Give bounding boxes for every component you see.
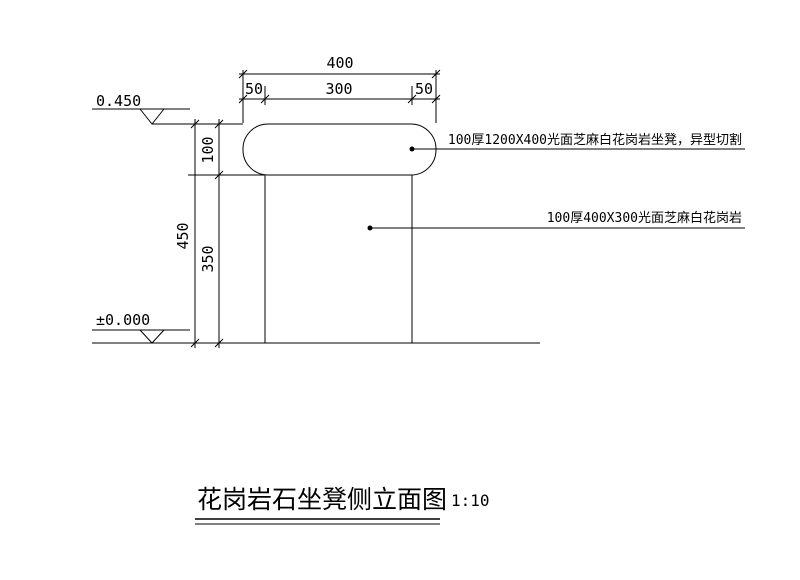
drawing-title: 花岗岩石坐凳侧立面图 <box>197 485 447 514</box>
elevation-marker-top: 0.450 <box>92 92 242 125</box>
dim-top-mid: 300 <box>325 80 352 98</box>
elevation-label-top: 0.450 <box>96 92 141 110</box>
top-dimension-group: 400 50 300 50 <box>238 54 441 123</box>
dim-left-top: 100 <box>199 136 217 163</box>
bench-seat-slab <box>242 123 437 176</box>
note-seat: 100厚1200X400光面芝麻白花岗岩坐凳，异型切割 <box>409 132 745 152</box>
dim-left-total: 450 <box>174 222 192 249</box>
elevation-marker-base: ±0.000 <box>92 311 190 344</box>
dim-top-right: 50 <box>415 80 433 98</box>
elevation-label-base: ±0.000 <box>96 311 150 329</box>
note-support-text: 100厚400X300光面芝麻白花岗岩 <box>547 210 742 226</box>
dim-top-left: 50 <box>245 80 263 98</box>
note-support: 100厚400X300光面芝麻白花岗岩 <box>367 210 745 231</box>
note-seat-text: 100厚1200X400光面芝麻白花岗岩坐凳，异型切割 <box>448 132 742 148</box>
dim-left-bottom: 350 <box>199 245 217 272</box>
drawing-scale: 1:10 <box>451 491 490 510</box>
left-dimension-group: 450 100 350 <box>174 119 265 348</box>
dim-top-total: 400 <box>326 54 353 72</box>
bench-body <box>92 123 540 344</box>
drawing-title-block: 花岗岩石坐凳侧立面图 1:10 <box>195 485 490 525</box>
